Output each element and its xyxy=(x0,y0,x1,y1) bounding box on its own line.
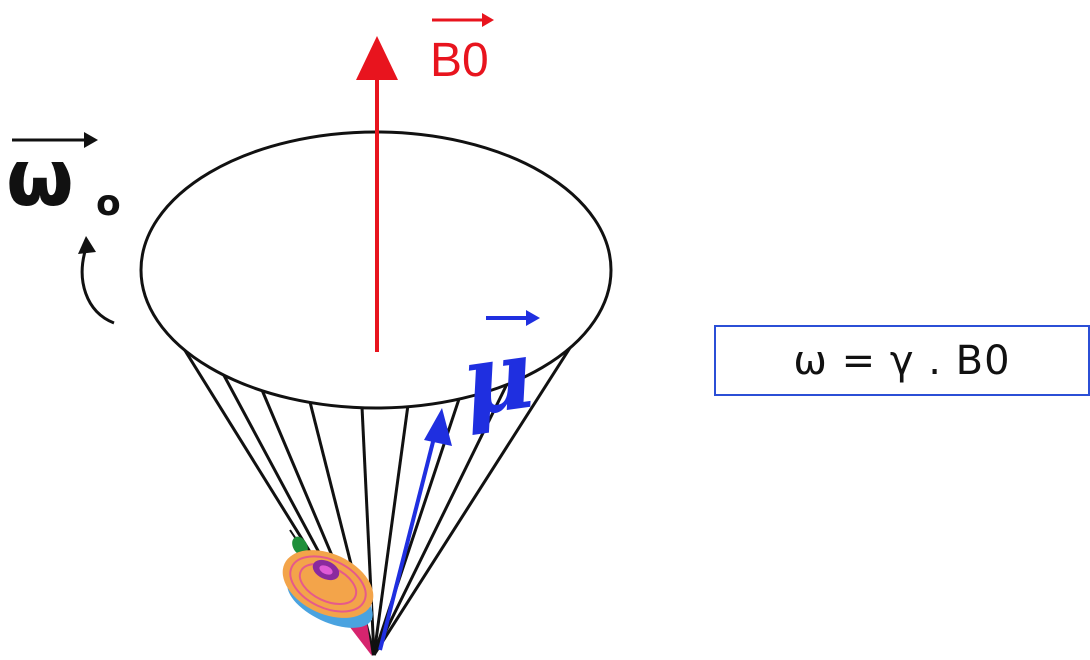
field-arrow xyxy=(356,36,398,352)
moment-label: μ xyxy=(454,310,540,438)
angular-velocity-label: ω o xyxy=(6,132,121,224)
field-label-text: B0 xyxy=(430,34,489,87)
angular-velocity-symbol: ω xyxy=(6,134,74,224)
formula-text: ω = γ . B0 xyxy=(793,337,1011,384)
formula-box: ω = γ . B0 xyxy=(714,325,1090,396)
spinning-top-icon xyxy=(282,529,374,656)
moment-arrow xyxy=(378,408,452,651)
angular-velocity-subscript: o xyxy=(96,183,121,224)
rotation-arrow-icon xyxy=(78,236,115,325)
field-label: B0 xyxy=(430,13,494,87)
moment-label-text: μ xyxy=(454,317,539,439)
